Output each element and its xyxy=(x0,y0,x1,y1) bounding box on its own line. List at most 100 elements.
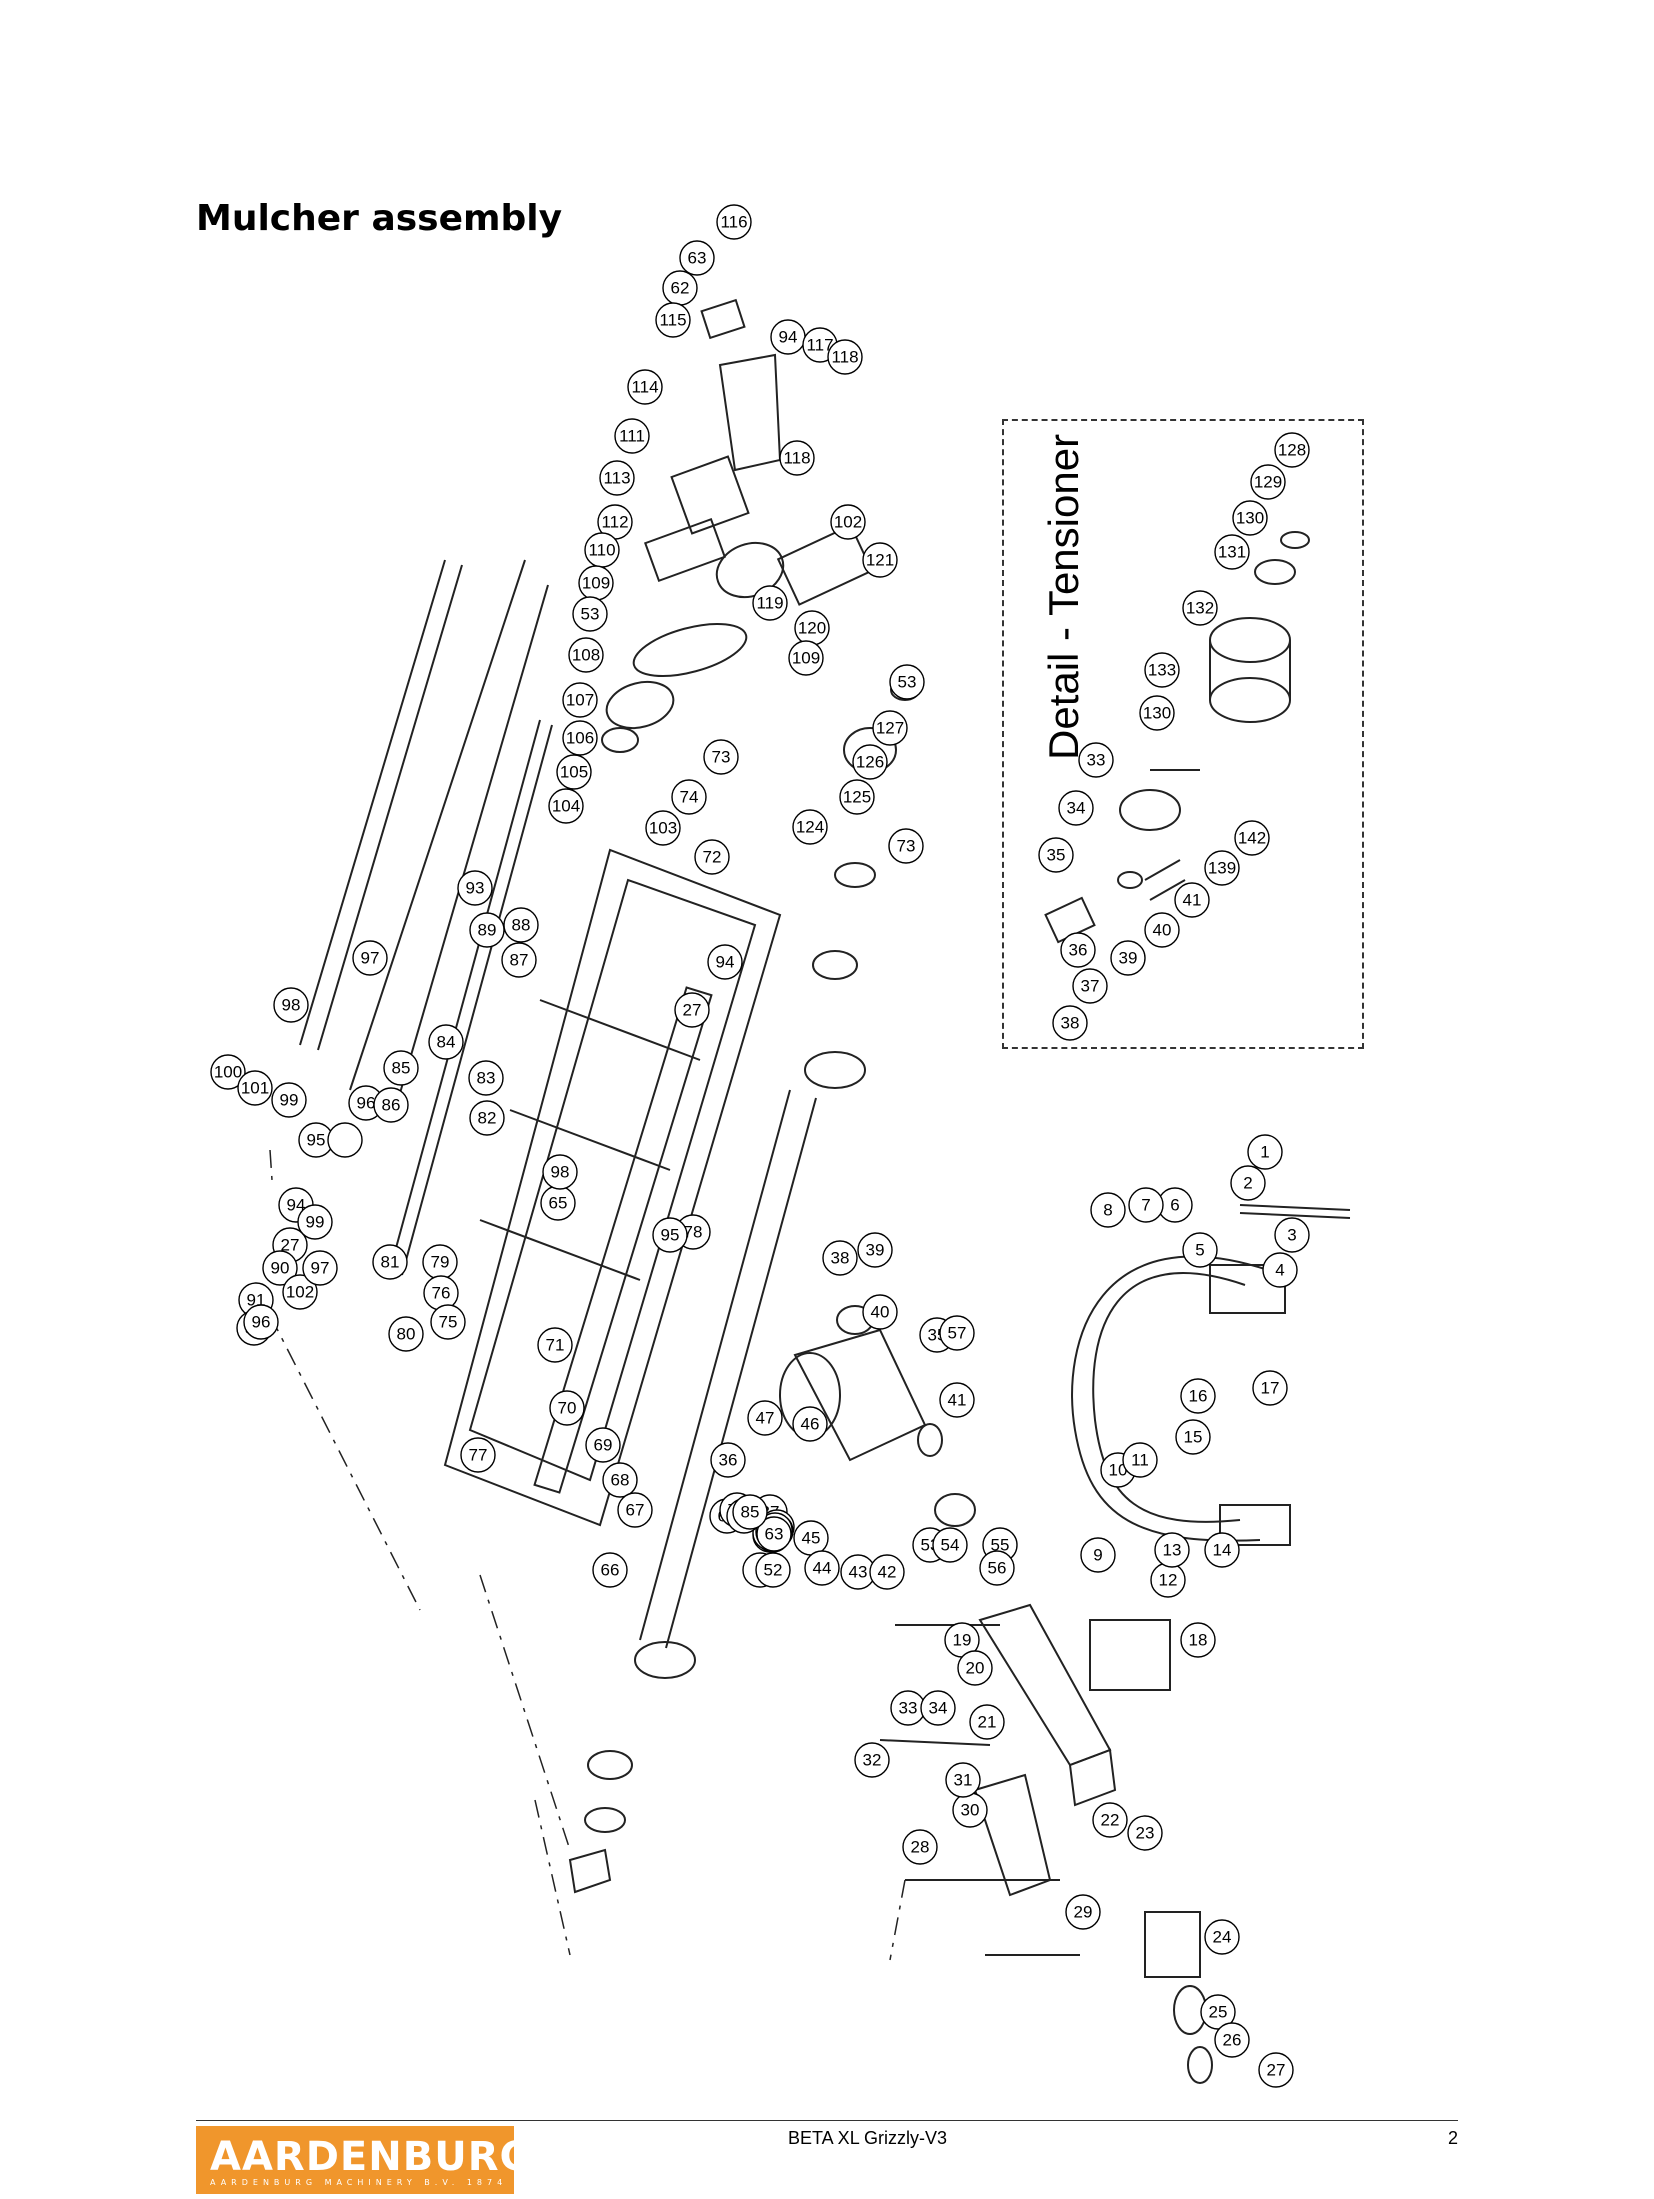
svg-text:103: 103 xyxy=(649,819,677,838)
tensioner-detail-frame xyxy=(1002,419,1364,1049)
svg-text:38: 38 xyxy=(831,1249,850,1268)
svg-text:116: 116 xyxy=(720,213,747,232)
svg-text:12: 12 xyxy=(1159,1571,1178,1590)
svg-text:106: 106 xyxy=(566,729,594,748)
svg-text:16: 16 xyxy=(1189,1387,1208,1406)
svg-text:96: 96 xyxy=(357,1094,376,1113)
svg-text:83: 83 xyxy=(477,1069,496,1088)
svg-text:95: 95 xyxy=(307,1131,326,1150)
svg-text:44: 44 xyxy=(813,1559,832,1578)
svg-text:97: 97 xyxy=(311,1259,330,1278)
svg-text:20: 20 xyxy=(966,1659,985,1678)
svg-text:39: 39 xyxy=(866,1241,885,1260)
svg-text:102: 102 xyxy=(286,1283,314,1302)
svg-text:131: 131 xyxy=(1218,543,1246,562)
svg-text:67: 67 xyxy=(626,1501,645,1520)
svg-text:113: 113 xyxy=(603,469,630,488)
svg-text:27: 27 xyxy=(1267,2061,1286,2080)
logo-text: AARDENBURG xyxy=(210,2134,534,2180)
svg-text:46: 46 xyxy=(801,1415,820,1434)
svg-text:2: 2 xyxy=(1243,1174,1252,1193)
svg-text:18: 18 xyxy=(1189,1631,1208,1650)
svg-text:1: 1 xyxy=(1260,1143,1269,1162)
svg-text:57: 57 xyxy=(948,1324,967,1343)
svg-text:30: 30 xyxy=(961,1801,980,1820)
logo-subtext: AARDENBURG MACHINERY B.V. 1874 xyxy=(210,2178,508,2187)
svg-text:98: 98 xyxy=(282,996,301,1015)
svg-text:53: 53 xyxy=(581,605,600,624)
svg-text:5: 5 xyxy=(1195,1241,1204,1260)
svg-text:115: 115 xyxy=(659,311,686,330)
svg-text:109: 109 xyxy=(792,649,820,668)
svg-text:95: 95 xyxy=(661,1226,680,1245)
svg-text:101: 101 xyxy=(241,1079,269,1098)
svg-text:11: 11 xyxy=(1131,1451,1149,1470)
svg-text:99: 99 xyxy=(306,1213,325,1232)
svg-text:28: 28 xyxy=(911,1838,930,1857)
svg-text:99: 99 xyxy=(280,1091,299,1110)
svg-text:133: 133 xyxy=(1148,661,1176,680)
svg-text:130: 130 xyxy=(1143,704,1171,723)
dashed-leaders xyxy=(269,1149,906,1961)
svg-text:77: 77 xyxy=(469,1446,488,1465)
svg-text:110: 110 xyxy=(588,541,615,560)
svg-text:52: 52 xyxy=(764,1561,783,1580)
lower-hitch-frame xyxy=(879,1603,1213,2084)
svg-text:32: 32 xyxy=(863,1751,882,1770)
svg-text:35: 35 xyxy=(1047,846,1066,865)
svg-text:90: 90 xyxy=(271,1259,290,1278)
svg-text:31: 31 xyxy=(954,1771,973,1790)
svg-text:127: 127 xyxy=(876,719,904,738)
svg-text:70: 70 xyxy=(558,1399,577,1418)
svg-text:33: 33 xyxy=(1087,751,1106,770)
svg-text:15: 15 xyxy=(1184,1428,1203,1447)
svg-text:132: 132 xyxy=(1186,599,1214,618)
svg-text:40: 40 xyxy=(1153,921,1172,940)
svg-text:54: 54 xyxy=(941,1536,960,1555)
svg-text:96: 96 xyxy=(252,1313,271,1332)
svg-text:66: 66 xyxy=(601,1561,620,1580)
svg-text:25: 25 xyxy=(1209,2003,1228,2022)
svg-text:47: 47 xyxy=(756,1409,775,1428)
svg-text:4: 4 xyxy=(1275,1261,1284,1280)
svg-text:13: 13 xyxy=(1163,1541,1182,1560)
svg-text:125: 125 xyxy=(843,788,871,807)
company-logo: AARDENBURG AARDENBURG MACHINERY B.V. 187… xyxy=(196,2126,532,2194)
svg-text:117: 117 xyxy=(806,336,833,355)
callout-bubbles-main: 116 63 62 115 94 117 118 114 111 118 113… xyxy=(210,204,1018,1590)
svg-text:109: 109 xyxy=(582,574,610,593)
svg-text:118: 118 xyxy=(783,449,810,468)
document-name: BETA XL Grizzly-V3 xyxy=(788,2128,948,2148)
footer-divider xyxy=(196,2120,1458,2121)
svg-text:87: 87 xyxy=(510,951,529,970)
svg-text:74: 74 xyxy=(680,788,699,807)
svg-text:55: 55 xyxy=(991,1536,1010,1555)
svg-text:10: 10 xyxy=(1109,1461,1128,1480)
roller-rod xyxy=(389,719,553,1276)
svg-text:63: 63 xyxy=(765,1525,784,1544)
svg-text:80: 80 xyxy=(397,1325,416,1344)
svg-text:8: 8 xyxy=(1103,1201,1112,1220)
svg-text:119: 119 xyxy=(756,594,783,613)
svg-text:36: 36 xyxy=(719,1451,738,1470)
flange-bearings xyxy=(568,862,876,1894)
svg-text:142: 142 xyxy=(1238,829,1266,848)
svg-text:21: 21 xyxy=(978,1713,997,1732)
svg-text:112: 112 xyxy=(601,513,628,532)
svg-text:42: 42 xyxy=(878,1563,897,1582)
svg-text:76: 76 xyxy=(432,1284,451,1303)
svg-text:111: 111 xyxy=(619,427,645,446)
svg-text:100: 100 xyxy=(214,1063,242,1082)
svg-text:37: 37 xyxy=(1081,977,1100,996)
svg-text:9: 9 xyxy=(1093,1546,1102,1565)
svg-text:102: 102 xyxy=(834,513,862,532)
main-housing xyxy=(443,848,782,1527)
svg-text:69: 69 xyxy=(594,1436,613,1455)
svg-text:41: 41 xyxy=(948,1391,967,1410)
svg-text:45: 45 xyxy=(802,1529,821,1548)
svg-text:36: 36 xyxy=(1069,941,1088,960)
svg-text:3: 3 xyxy=(1287,1226,1296,1245)
gearbox-group xyxy=(601,298,920,773)
tensioner-detail-label: Detail - Tensioner xyxy=(1040,433,1087,760)
callout-bubbles-hitch: 1 2 3 4 5 6 7 8 9 10 11 12 13 14 15 16 1… xyxy=(854,1134,1310,2088)
